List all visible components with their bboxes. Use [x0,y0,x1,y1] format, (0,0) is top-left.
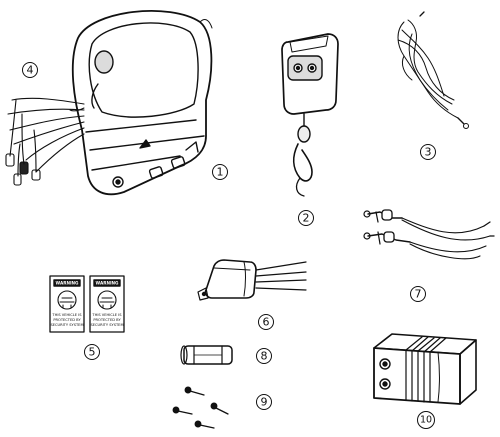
remote-transmitter-drawing [281,33,339,197]
sticker-title: WARNING [56,281,79,286]
svg-text:8: 8 [261,350,268,363]
warning-stickers-drawing [49,275,125,333]
sticker-right-text: WARNING THIS VEHICLE IS PROTECTED BY SEC… [90,281,123,328]
sticker-line: PROTECTED BY [53,318,81,322]
callout-part-9: 9 [256,394,272,410]
sticker-line: THIS VEHICLE IS [51,313,82,317]
sticker-title: WARNING [96,281,119,286]
callout-part-3: 3 [420,144,436,160]
svg-text:2: 2 [303,212,310,225]
screws-drawing [172,386,229,429]
callout-part-6: 6 [258,314,274,330]
svg-text:6: 6 [263,316,270,329]
sticker-line: PROTECTED BY [93,318,121,322]
svg-text:3: 3 [425,146,432,159]
callout-part-8: 8 [256,348,272,364]
callout-part-4: 4 [22,62,38,78]
svg-text:4: 4 [27,64,34,77]
svg-text:1: 1 [217,166,224,179]
callout-part-1: 1 [212,164,228,180]
callout-part-10: 10 [417,411,435,429]
main-harness-drawing [5,97,85,186]
callout-part-5: 5 [84,344,100,360]
relay-drawing [197,259,307,301]
svg-text:10: 10 [420,415,432,426]
siren-unit-drawing [69,9,213,196]
svg-text:9: 9 [261,396,268,409]
sticker-line: SECURITY SYSTEM [50,323,83,327]
antenna-wire-drawing [397,11,469,129]
door-pin-switches-drawing [363,209,495,260]
callout-part-7: 7 [410,286,426,302]
svg-text:5: 5 [89,346,96,359]
control-module-drawing [373,333,477,405]
svg-text:7: 7 [415,288,422,301]
fuse-drawing [180,345,233,365]
sticker-left-text: WARNING THIS VEHICLE IS PROTECTED BY SEC… [50,281,83,328]
sticker-line: SECURITY SYSTEM [90,323,123,327]
sticker-line: THIS VEHICLE IS [91,313,122,317]
callout-part-2: 2 [298,210,314,226]
